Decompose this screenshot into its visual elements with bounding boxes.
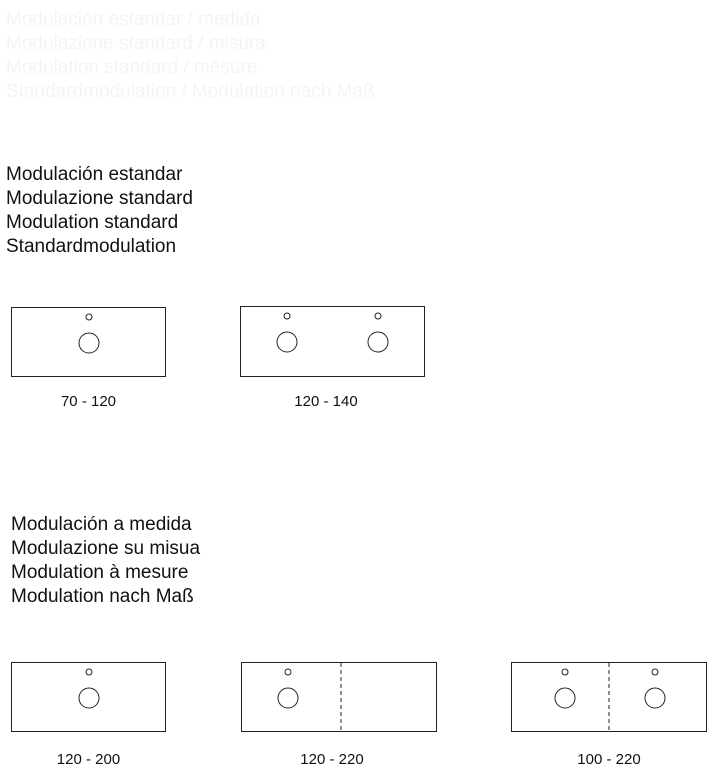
drain-icon — [367, 331, 389, 353]
faint-header-line: Modulation standard / mesure — [6, 57, 258, 78]
standard-basin-single — [11, 307, 166, 377]
basin-drawing — [78, 313, 100, 354]
tap-hole-icon — [651, 668, 659, 676]
basin-drawing — [78, 668, 100, 709]
custom-heading-es: Modulación a medida — [11, 514, 192, 535]
custom-basin-single — [11, 662, 166, 732]
faint-header: Modulación estandar / medida Modulazione… — [6, 8, 606, 104]
drain-icon — [276, 331, 298, 353]
standard-heading-es: Modulación estandar — [6, 164, 183, 185]
drain-icon — [277, 687, 299, 709]
standard-dimension-label: 70 - 120 — [60, 393, 117, 410]
basin-drawing — [554, 663, 666, 733]
standard-heading-de: Standardmodulation — [6, 236, 177, 257]
tap-hole-icon — [284, 668, 292, 676]
custom-dimension-label: 120 - 220 — [300, 751, 364, 768]
custom-dimension-label: 120 - 200 — [56, 751, 121, 768]
custom-basin-split — [241, 662, 437, 733]
basin-drawing — [277, 663, 342, 733]
custom-heading-de: Modulation nach Maß — [11, 586, 194, 607]
basin-drawing — [276, 312, 389, 353]
standard-heading-it: Modulazione standard — [6, 188, 193, 209]
custom-heading: Modulación a medida Modulazione su misua… — [11, 513, 200, 609]
tap-hole-icon — [85, 668, 93, 676]
faint-header-line: Modulazione standard / misura — [6, 33, 266, 54]
drain-icon — [78, 687, 100, 709]
custom-dimension-label: 100 - 220 — [577, 751, 641, 768]
custom-heading-fr: Modulation à mesure — [11, 562, 189, 583]
tap-hole-icon — [85, 313, 93, 321]
tap-hole-icon — [561, 668, 569, 676]
drain-icon — [644, 687, 666, 709]
custom-heading-it: Modulazione su misua — [11, 538, 201, 559]
standard-heading-fr: Modulation standard — [6, 212, 179, 233]
faint-header-line: Modulación estandar / medida — [6, 9, 261, 30]
standard-dimension-label: 120 - 140 — [294, 393, 358, 410]
tap-hole-icon — [283, 312, 291, 320]
standard-basin-double — [240, 306, 425, 377]
drain-icon — [554, 687, 576, 709]
custom-basin-double-split — [511, 662, 707, 733]
drain-icon — [78, 332, 100, 354]
faint-header-line: Standardmodulation / Modulation nach Maß — [6, 81, 375, 102]
standard-heading: Modulación estandar Modulazione standard… — [6, 163, 193, 259]
tap-hole-icon — [374, 312, 382, 320]
